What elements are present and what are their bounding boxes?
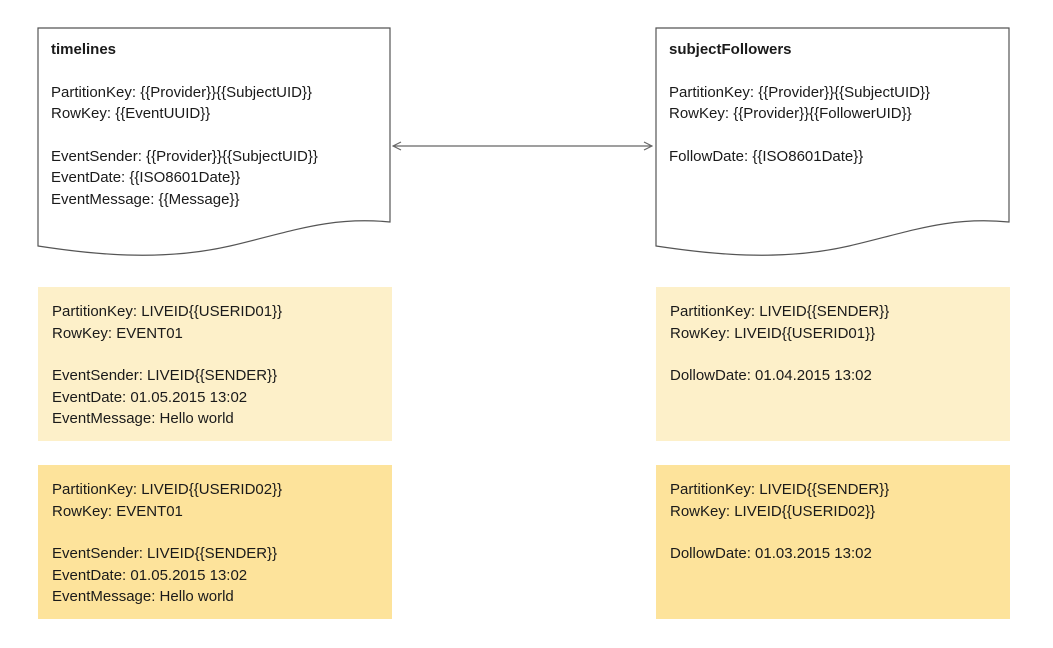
row-partition-key: PartitionKey: LIVEID{{USERID01}} [52, 303, 283, 320]
row-partition-key: PartitionKey: LIVEID{{SENDER}} [670, 303, 890, 320]
subject-followers-document: subjectFollowers PartitionKey: {{Provide… [669, 39, 930, 167]
row-event-date: EventDate: 01.05.2015 13:02 [52, 566, 248, 584]
subject-followers-document-shape [655, 27, 1010, 256]
row-row-key: RowKey: EVENT01 [52, 324, 183, 342]
timelines-event-message: EventMessage: {{Message}} [51, 190, 240, 208]
timelines-title: timelines [51, 41, 117, 58]
row-row-key: RowKey: EVENT01 [52, 502, 183, 520]
row-row-key: RowKey: LIVEID{{USERID02}} [670, 502, 876, 520]
followers-partition-key: PartitionKey: {{Provider}}{{SubjectUID}} [669, 83, 931, 101]
followers-row-key: RowKey: {{Provider}}{{FollowerUID}} [669, 105, 912, 122]
row-row-key: RowKey: LIVEID{{USERID01}} [670, 324, 876, 342]
subject-followers-title: subjectFollowers [669, 41, 792, 58]
timelines-document-shape [37, 27, 391, 256]
follower-row-note: PartitionKey: LIVEID{{SENDER}} RowKey: L… [656, 465, 1010, 619]
timelines-partition-key: PartitionKey: {{Provider}}{{SubjectUID}} [51, 83, 313, 101]
timeline-row-note: PartitionKey: LIVEID{{USERID01}} RowKey:… [38, 287, 392, 441]
timelines-event-sender: EventSender: {{Provider}}{{SubjectUID}} [51, 147, 318, 165]
timelines-event-date: EventDate: {{ISO8601Date}} [51, 169, 241, 186]
row-event-sender: EventSender: LIVEID{{SENDER}} [52, 367, 278, 384]
row-partition-key: PartitionKey: LIVEID{{USERID02}} [52, 481, 283, 498]
timelines-document: timelines PartitionKey: {{Provider}}{{Su… [51, 39, 318, 210]
row-event-sender: EventSender: LIVEID{{SENDER}} [52, 545, 278, 562]
follower-row-note: PartitionKey: LIVEID{{SENDER}} RowKey: L… [656, 287, 1010, 441]
row-follow-date: DollowDate: 01.04.2015 13:02 [670, 367, 872, 384]
row-partition-key: PartitionKey: LIVEID{{SENDER}} [670, 481, 890, 498]
row-event-message: EventMessage: Hello world [52, 410, 234, 427]
row-follow-date: DollowDate: 01.03.2015 13:02 [670, 545, 872, 562]
row-event-date: EventDate: 01.05.2015 13:02 [52, 388, 248, 406]
timelines-row-key: RowKey: {{EventUUID}} [51, 105, 211, 122]
followers-follow-date: FollowDate: {{ISO8601Date}} [669, 147, 864, 165]
timeline-row-note: PartitionKey: LIVEID{{USERID02}} RowKey:… [38, 465, 392, 619]
row-event-message: EventMessage: Hello world [52, 588, 234, 605]
